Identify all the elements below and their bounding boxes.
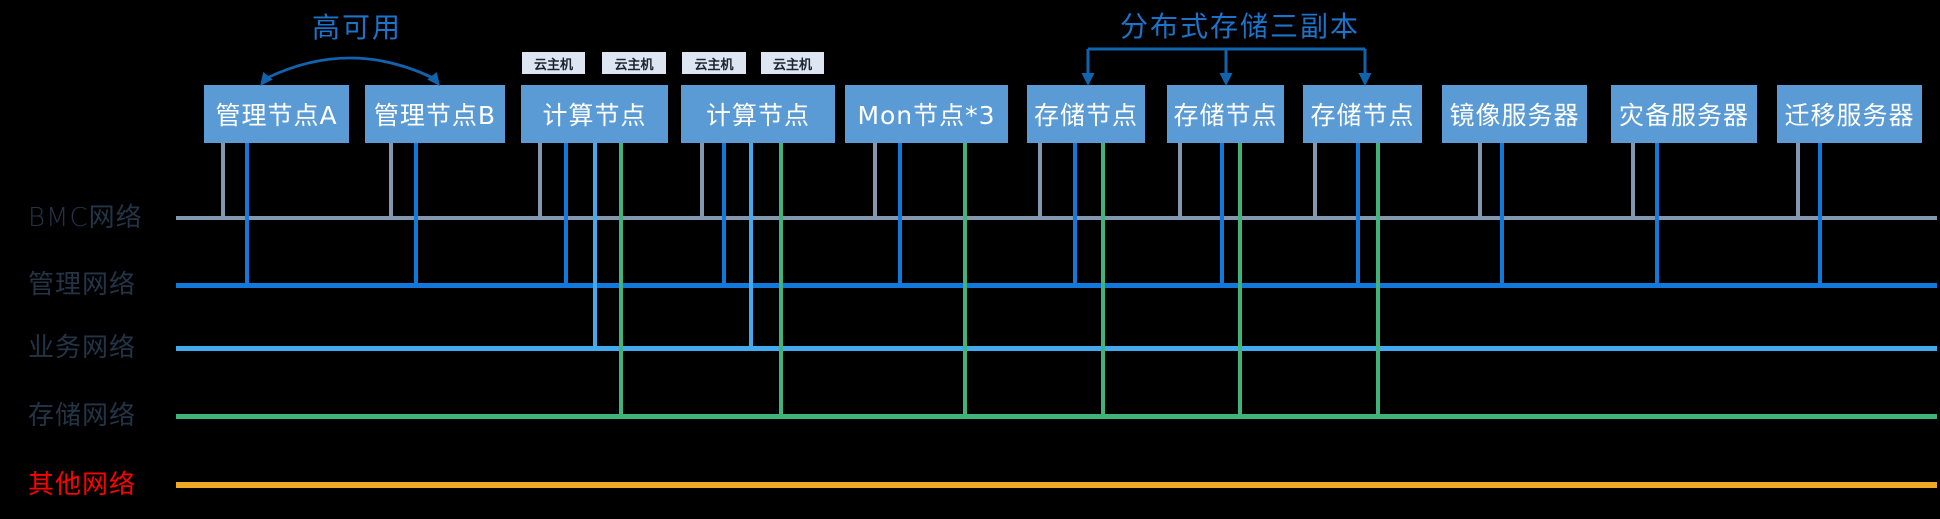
connector-node4-sto <box>779 140 783 418</box>
connector-node10-bmc <box>1631 140 1635 220</box>
connector-node8-sto <box>1376 140 1380 418</box>
network-label-other: 其他网络 <box>28 470 137 500</box>
connector-node3-bmc <box>538 140 542 220</box>
connector-node3-sto <box>619 140 623 418</box>
node-box-1: 管理节点A <box>204 85 349 143</box>
connector-node3-mgmt <box>564 140 568 287</box>
high-availability-label: 高可用 <box>311 11 402 44</box>
connector-node11-bmc <box>1796 140 1800 220</box>
connector-node9-mgmt <box>1500 140 1504 287</box>
node-box-5: Mon节点*3 <box>845 85 1008 143</box>
connector-node1-bmc <box>221 140 225 220</box>
connector-node2-bmc <box>389 140 393 220</box>
network-line-mgmt <box>176 282 1937 288</box>
node-box-8: 存储节点 <box>1303 85 1422 143</box>
connector-node4-bmc <box>700 140 704 220</box>
node-box-6: 存储节点 <box>1027 85 1145 143</box>
network-label-biz: 业务网络 <box>28 333 137 363</box>
connector-node11-mgmt <box>1818 140 1822 287</box>
connector-node4-mgmt <box>722 140 726 287</box>
cloud-vm-box-1: 云主机 <box>522 52 585 74</box>
connector-node6-mgmt <box>1073 140 1077 287</box>
node-box-4: 计算节点 <box>681 85 835 143</box>
node-box-7: 存储节点 <box>1167 85 1284 143</box>
cloud-vm-box-4: 云主机 <box>761 52 824 74</box>
network-line-sto <box>176 413 1937 419</box>
network-line-biz <box>176 345 1937 351</box>
connector-node9-bmc <box>1478 140 1482 220</box>
node-box-9: 镜像服务器 <box>1442 85 1587 143</box>
connector-node8-bmc <box>1313 140 1317 220</box>
cloud-vm-box-2: 云主机 <box>602 52 666 74</box>
replica-annotation-label: 分布式存储三副本 <box>1119 10 1360 43</box>
connector-node7-sto <box>1238 140 1242 418</box>
network-line-other <box>176 482 1937 488</box>
node-box-11: 迁移服务器 <box>1777 85 1922 143</box>
replica-bracket-arrow <box>1081 47 1372 86</box>
network-label-mgmt: 管理网络 <box>28 270 137 300</box>
connector-node8-mgmt <box>1356 140 1360 287</box>
connector-node7-mgmt <box>1220 140 1224 287</box>
connector-node10-mgmt <box>1655 140 1659 287</box>
network-label-bmc: BMC网络 <box>28 203 143 233</box>
connector-node3-biz <box>593 140 597 350</box>
node-box-10: 灾备服务器 <box>1611 85 1757 143</box>
connector-node1-mgmt <box>245 140 249 287</box>
connector-node4-biz <box>749 140 753 350</box>
connector-node6-sto <box>1101 140 1105 418</box>
connector-node5-bmc <box>873 140 877 220</box>
node-box-2: 管理节点B <box>365 85 505 143</box>
connector-node2-mgmt <box>414 140 418 287</box>
node-box-3: 计算节点 <box>521 85 668 143</box>
network-label-sto: 存储网络 <box>28 401 137 431</box>
cloud-vm-box-3: 云主机 <box>682 52 746 74</box>
connector-node5-sto <box>963 140 967 418</box>
connector-node7-bmc <box>1178 140 1182 220</box>
connector-node5-mgmt <box>898 140 902 287</box>
connector-node6-bmc <box>1038 140 1042 220</box>
network-line-bmc <box>176 216 1937 220</box>
